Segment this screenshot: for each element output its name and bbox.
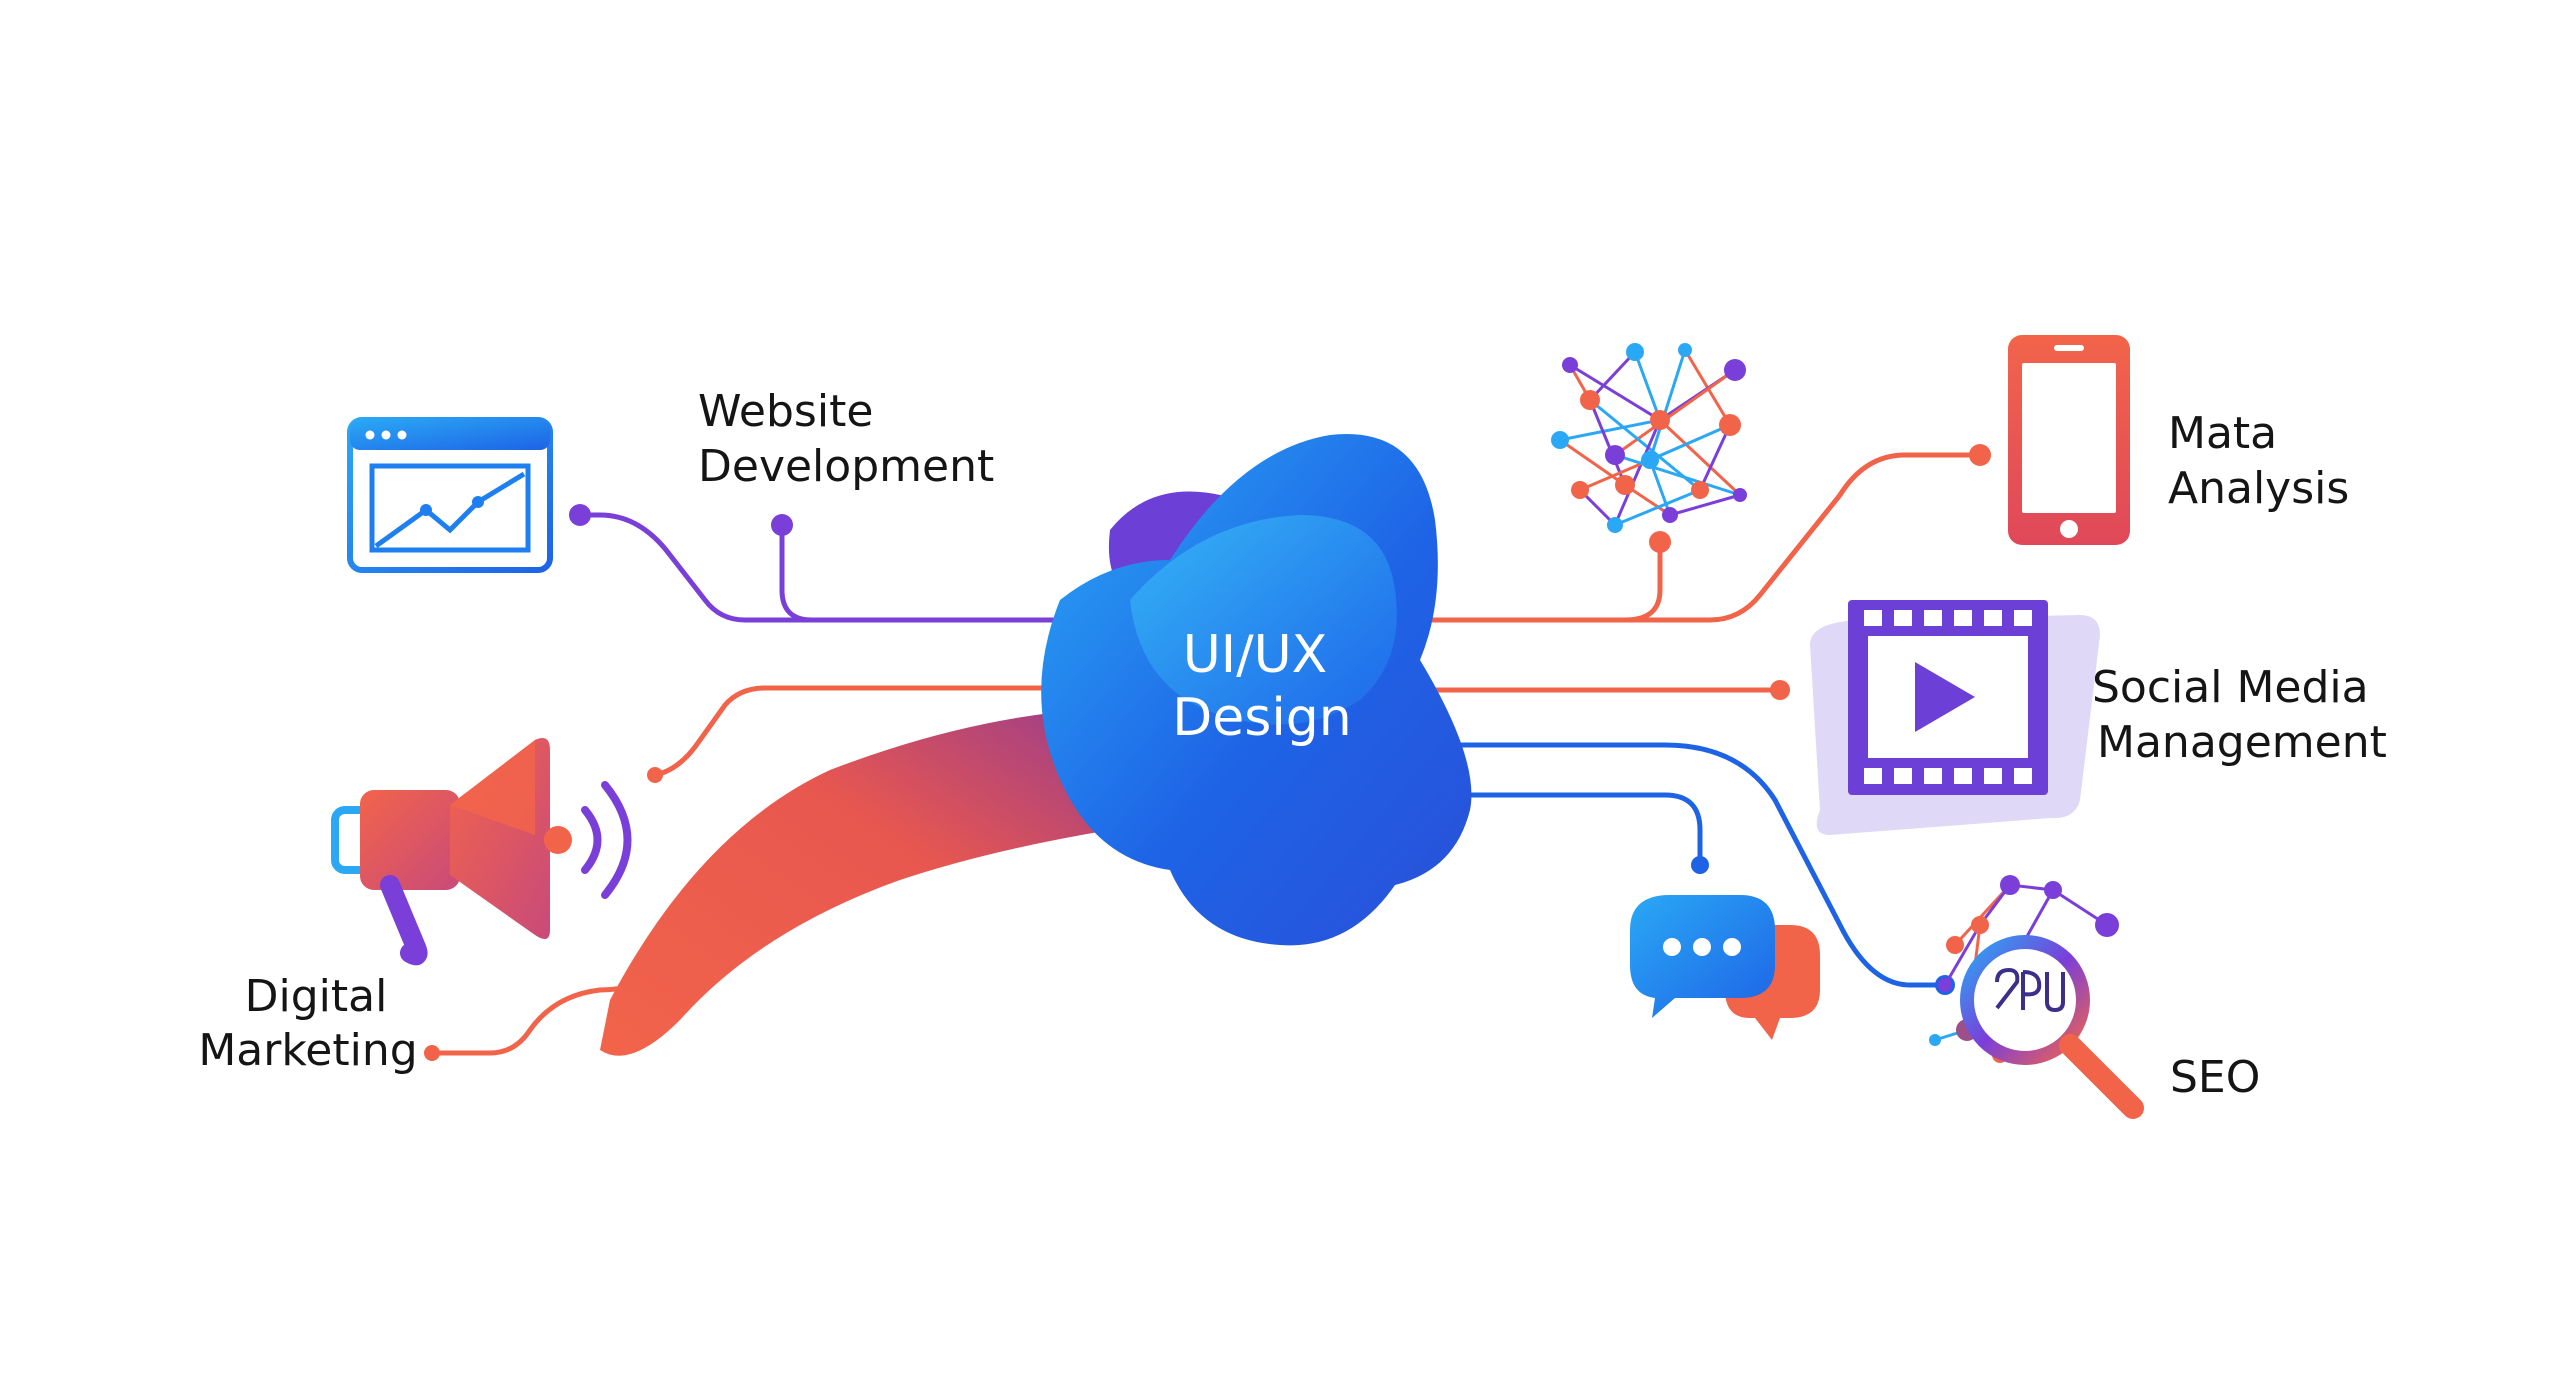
connector-dots <box>424 444 1991 1061</box>
center-title-line2: Design <box>1172 688 1352 748</box>
connector-seo <box>1437 742 1948 988</box>
connector-network <box>1397 539 1663 623</box>
network-graph-icon <box>1551 343 1747 533</box>
megaphone-icon <box>331 737 632 966</box>
browser-chart-icon <box>347 417 553 573</box>
social-label-line2: Management <box>2097 717 2387 768</box>
marketing-ribbon <box>600 710 1110 1056</box>
data-label-line2: Analysis <box>2168 463 2349 514</box>
dot-marketing-bottom <box>424 1045 440 1061</box>
blob-highlight <box>1130 515 1397 725</box>
connector-chat <box>1437 792 1703 868</box>
data-label-line1: Mata <box>2168 408 2277 459</box>
connector-phone <box>1397 452 1983 623</box>
website-label-line2: Development <box>698 441 994 492</box>
smartphone-icon <box>2008 335 2130 545</box>
marketing-label-line2: Marketing <box>198 1025 417 1076</box>
dot-website-stub <box>771 514 793 536</box>
dot-chat <box>1691 856 1709 874</box>
connector-website-stub <box>779 522 815 623</box>
center-title-line1: UI/UX <box>1183 625 1328 685</box>
dot-social <box>1770 680 1790 700</box>
social-label-line1: Social Media <box>2092 662 2369 713</box>
dot-network <box>1649 531 1671 553</box>
dot-marketing-thin <box>647 767 663 783</box>
website-label-line1: Website <box>698 386 873 437</box>
magnifier-network-icon <box>1929 875 2144 1119</box>
connector-marketing-thin <box>652 685 1063 778</box>
video-play-icon <box>1810 600 2100 835</box>
center-blob: UI/UX Design <box>1041 434 1472 946</box>
dot-website <box>569 504 591 526</box>
connector-website <box>577 512 1063 623</box>
marketing-label-line1: Digital <box>245 971 388 1022</box>
chat-bubbles-icon <box>1630 895 1820 1040</box>
seo-label: SEO <box>2170 1052 2260 1103</box>
dot-phone <box>1969 444 1991 466</box>
connectors <box>429 452 1983 1056</box>
